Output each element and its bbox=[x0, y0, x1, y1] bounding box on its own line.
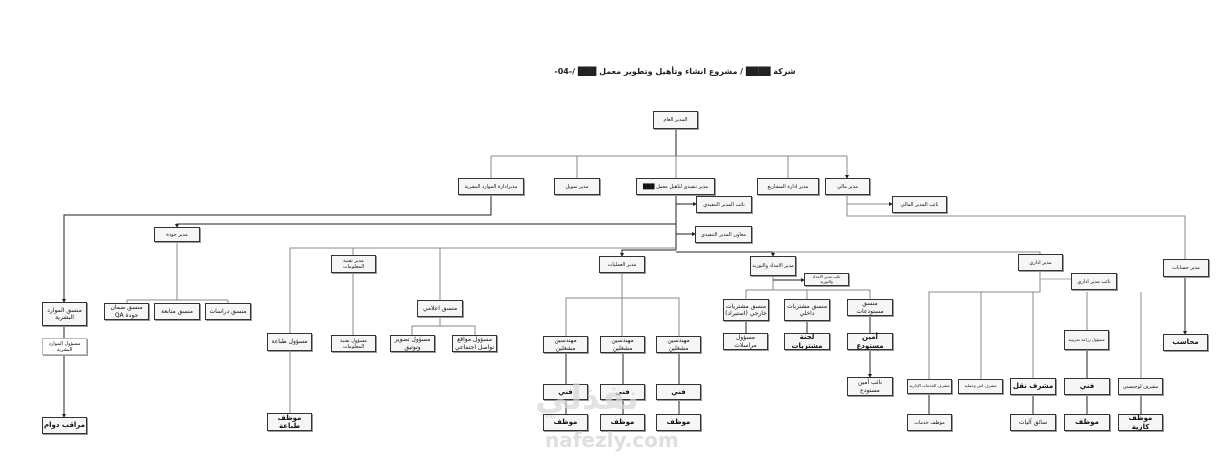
node-agriculture-officer: مسؤول زراعة تجريبية bbox=[1064, 330, 1109, 350]
node-engineers: مهندسين مشغلين bbox=[656, 336, 701, 353]
node-admin-deputy: نائب مدير اداري bbox=[1071, 273, 1117, 290]
node-projects-manager: مدير ادارة المشاريع bbox=[757, 178, 819, 195]
node-studies-coordinator: منسق دراسات bbox=[205, 303, 251, 320]
node-station-staff: موظف كازية bbox=[1118, 414, 1163, 431]
watermark-arabic: نفذلي bbox=[535, 378, 640, 418]
node-technician: فني bbox=[1064, 378, 1110, 395]
node-executive-manager: مدير تنفيذي لتاهيل معمل ███ bbox=[636, 178, 715, 195]
node-staff: موظف bbox=[600, 414, 645, 431]
node-internal-purchasing: منسق مشتريات داخلي bbox=[784, 299, 830, 321]
node-operations-manager: مدير العمليات bbox=[599, 256, 645, 273]
node-external-purchasing: منسق مشتريات خارجي (استيراد) bbox=[723, 299, 769, 321]
chart-title: شركة ████ / مشروع انشاء وتأهيل وتطوير مع… bbox=[554, 67, 796, 76]
node-correspondence-officer: مسؤول مراسلات bbox=[723, 333, 768, 350]
node-media-coordinator: منسق اعلامي bbox=[417, 300, 463, 317]
node-executive-assistant: معاون المدير التنفيذي bbox=[695, 226, 752, 243]
node-accounts-manager: مدير حسابات bbox=[1163, 259, 1209, 277]
node-admin-services-supervisor: مشرف الخدمات الإدارية bbox=[907, 379, 952, 394]
node-staff: موظف bbox=[543, 414, 588, 431]
node-hr-manager: مديرادارة الموارد البشرية bbox=[458, 178, 524, 195]
node-staff: موظف bbox=[1064, 414, 1110, 431]
node-photo-officer: مسؤول تصوير وتوثيق bbox=[390, 335, 435, 352]
node-financial-manager: مدير مالي bbox=[825, 178, 870, 195]
node-technician: فني bbox=[656, 384, 701, 400]
node-general-manager: المدير العام bbox=[653, 111, 698, 129]
node-printing-staff: موظف طباعة bbox=[267, 413, 312, 431]
node-it-officer: مسؤول تقنية المعلومات bbox=[331, 335, 376, 352]
node-transport-supervisor: مشرف نقل bbox=[1010, 378, 1056, 395]
node-financial-deputy: نائب المدير المالي bbox=[892, 196, 947, 213]
node-executive-deputy: نائب المدير التنفيذي bbox=[696, 196, 752, 213]
node-hr-coordinator: منسق الموارد البشرية bbox=[42, 302, 87, 326]
node-technician: فني bbox=[600, 384, 645, 400]
node-engineers: مهندسين مشغلين bbox=[543, 336, 588, 353]
node-social-officer: مسؤول مواقع تواصل اجتماعي bbox=[452, 335, 497, 352]
node-supply-manager: مدير الامداد والتوريد bbox=[750, 256, 796, 276]
node-services-staff: موظف خدمات bbox=[907, 414, 952, 431]
node-accountant: محاسب bbox=[1163, 334, 1208, 351]
node-driver: سائق آليات bbox=[1010, 414, 1056, 431]
watermark-url: nafezly.com bbox=[545, 428, 679, 452]
node-warehouse-coordinator: منسق مستودعات bbox=[847, 299, 893, 316]
node-warehouse-keeper: أمين مستودع bbox=[847, 333, 893, 350]
node-followup-coordinator: منسق متابعة bbox=[154, 303, 200, 320]
node-admin-manager: مدير اداري bbox=[1018, 254, 1063, 271]
node-hr-officer: مسؤول الموارد البشرية bbox=[42, 338, 87, 355]
node-qa-coordinator: منسق ضمان جودة QA bbox=[104, 303, 149, 320]
node-printing-officer: مسؤول طباعة bbox=[267, 333, 312, 351]
node-funding-manager: مدير تمويل bbox=[554, 178, 600, 195]
node-warehouse-deputy: نائب أمين مستودع bbox=[847, 377, 893, 396]
node-staff: موظف bbox=[656, 414, 701, 431]
node-quality-manager: مدير جودة bbox=[154, 227, 200, 242]
node-technician: فني bbox=[543, 384, 588, 400]
node-it-manager: مدير تقنية المعلومات bbox=[331, 255, 376, 273]
node-purchasing-committee: لجنة مشتريات bbox=[784, 333, 830, 350]
node-supply-deputy: نائب مدير الامداد والتوريد bbox=[804, 273, 849, 286]
node-engineers: مهندسين مشغلين bbox=[600, 336, 645, 353]
node-attendance-monitor: مراقب دوام bbox=[42, 417, 87, 434]
node-logistics-supervisor: مشرف لوجيستي bbox=[1118, 378, 1163, 395]
node-security-supervisor: مشرف امن وحماية bbox=[958, 379, 1003, 394]
